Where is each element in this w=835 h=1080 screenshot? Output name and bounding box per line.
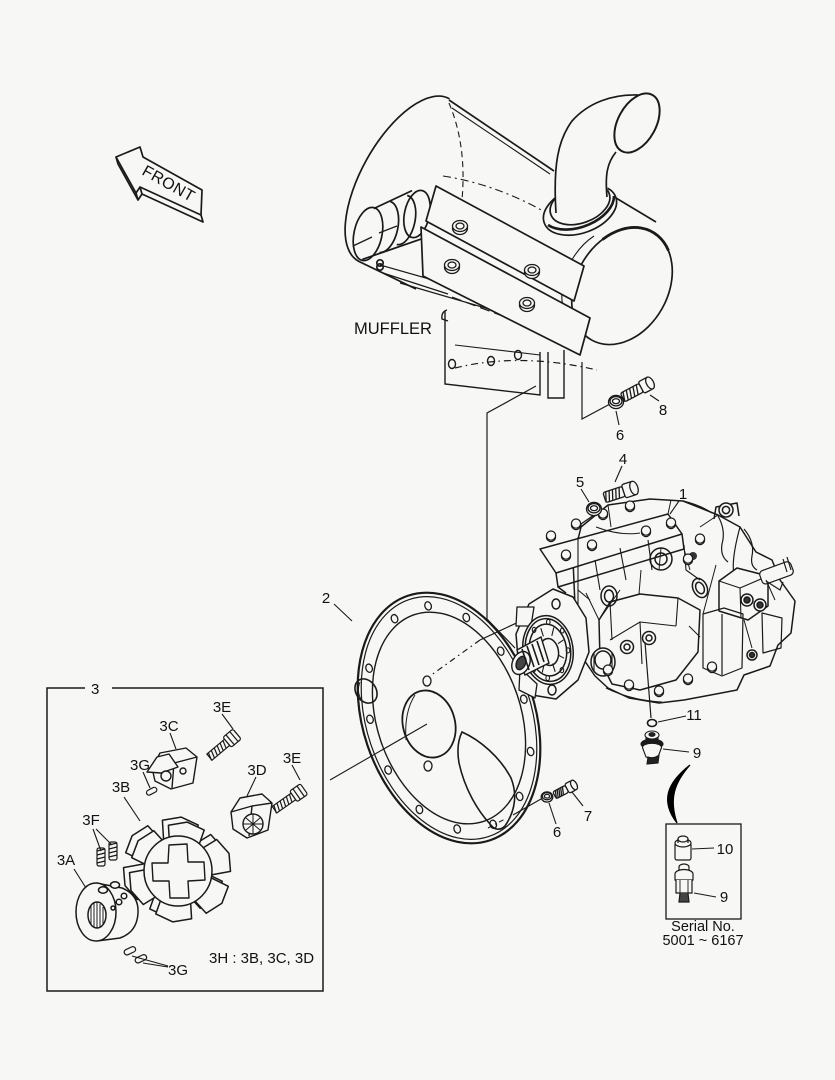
- svg-text:2: 2: [322, 590, 330, 607]
- svg-text:9: 9: [720, 889, 728, 906]
- svg-text:3B: 3B: [112, 779, 130, 796]
- svg-text:3G: 3G: [130, 757, 150, 774]
- svg-text:3F: 3F: [82, 812, 100, 829]
- svg-text:3E: 3E: [213, 699, 231, 716]
- svg-text:3A: 3A: [57, 852, 75, 869]
- svg-text:4: 4: [619, 451, 627, 468]
- svg-text:3E: 3E: [283, 750, 301, 767]
- svg-text:7: 7: [584, 808, 592, 825]
- svg-text:MUFFLER: MUFFLER: [354, 320, 432, 338]
- svg-text:8: 8: [659, 402, 667, 419]
- svg-text:6: 6: [553, 824, 561, 841]
- svg-text:5: 5: [576, 474, 584, 491]
- svg-text:6: 6: [616, 427, 624, 444]
- svg-text:3C: 3C: [159, 718, 178, 735]
- svg-text:10: 10: [717, 841, 734, 858]
- svg-text:3H : 3B, 3C, 3D: 3H : 3B, 3C, 3D: [209, 950, 314, 967]
- svg-text:3: 3: [91, 681, 99, 698]
- svg-text:1: 1: [679, 486, 687, 503]
- svg-text:3D: 3D: [247, 762, 266, 779]
- svg-text:11: 11: [686, 707, 702, 724]
- svg-text:5001 ~ 6167: 5001 ~ 6167: [662, 933, 743, 949]
- svg-text:Serial No.: Serial No.: [671, 919, 735, 935]
- svg-text:3G: 3G: [168, 962, 188, 979]
- svg-text:9: 9: [693, 745, 701, 762]
